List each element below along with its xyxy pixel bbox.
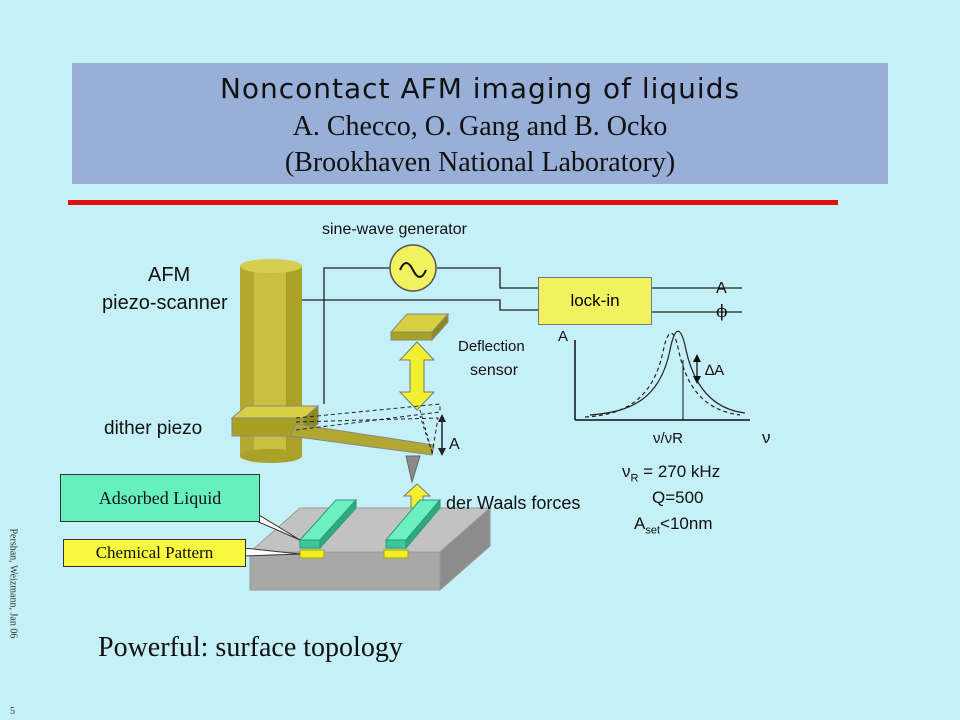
chemical-pattern-label: Chemical Pattern (95, 543, 214, 562)
plot-y-axis-label: A (558, 328, 569, 345)
lock-in-label: lock-in (570, 291, 620, 310)
resonance-frequency-param: νR = 270 kHz (622, 462, 720, 484)
slide-title: Noncontact AFM imaging of liquids (219, 72, 741, 105)
caption: Powerful: surface topology (98, 632, 403, 663)
van-der-waals-label: der Waals forces (446, 493, 581, 513)
substrate-block (248, 506, 492, 592)
deflection-sensor-block (389, 312, 450, 342)
quality-factor-param: Q=500 (652, 488, 704, 507)
title-box: Noncontact AFM imaging of liquids A. Che… (72, 63, 888, 184)
aset-subscript: set (645, 524, 661, 537)
resonance-ratio-label: ν/νR (653, 430, 683, 447)
nu-subscript: R (630, 472, 639, 485)
adsorbed-liquid-callout: Adsorbed Liquid (60, 474, 260, 522)
shifted-resonance-curve (584, 332, 741, 418)
sensor-label: sensor (470, 362, 519, 379)
signal-wires (299, 267, 742, 404)
output-amplitude-label: A (716, 280, 727, 297)
affiliation-line: (Brookhaven National Laboratory) (284, 147, 676, 178)
authors-line: A. Checco, O. Gang and B. Ocko (292, 111, 668, 142)
cantilever-amplitude-label: A (449, 436, 460, 453)
delta-a-label: ∆A (705, 362, 725, 379)
output-phase-label: ϕ (716, 302, 728, 322)
nu-value: = 270 kHz (638, 462, 721, 481)
title-rule (68, 200, 838, 205)
chemical-pattern-callout: Chemical Pattern (63, 539, 246, 567)
dither-piezo-label: dither piezo (104, 418, 203, 439)
aset-value: <10nm (660, 514, 713, 533)
callout-pointers (243, 511, 301, 557)
cantilever (289, 403, 446, 484)
deflection-label: Deflection (458, 338, 525, 355)
deflection-double-arrow (398, 341, 436, 411)
page-number: 5 (10, 706, 15, 717)
plot-x-axis-label: ν (762, 428, 771, 447)
piezo-scanner-label: piezo-scanner (102, 292, 228, 314)
lock-in-box: lock-in (538, 277, 652, 325)
sine-wave-generator-label: sine-wave generator (322, 221, 467, 238)
side-credit: Pershan, Weizmann, Jan 06 (7, 528, 19, 639)
adsorbed-liquid-label: Adsorbed Liquid (98, 487, 222, 508)
afm-label: AFM (148, 264, 191, 286)
resonance-curve (589, 330, 746, 416)
liquid-stripe-right (383, 498, 442, 559)
nu-symbol: ν (622, 462, 631, 481)
liquid-stripe-left (298, 498, 358, 559)
aset-symbol: A (634, 514, 646, 533)
amplitude-setpoint-param: Aset<10nm (634, 514, 712, 536)
dither-piezo-plate (230, 404, 320, 438)
sine-wave-generator-icon (389, 244, 437, 292)
resonance-plot (574, 330, 750, 421)
